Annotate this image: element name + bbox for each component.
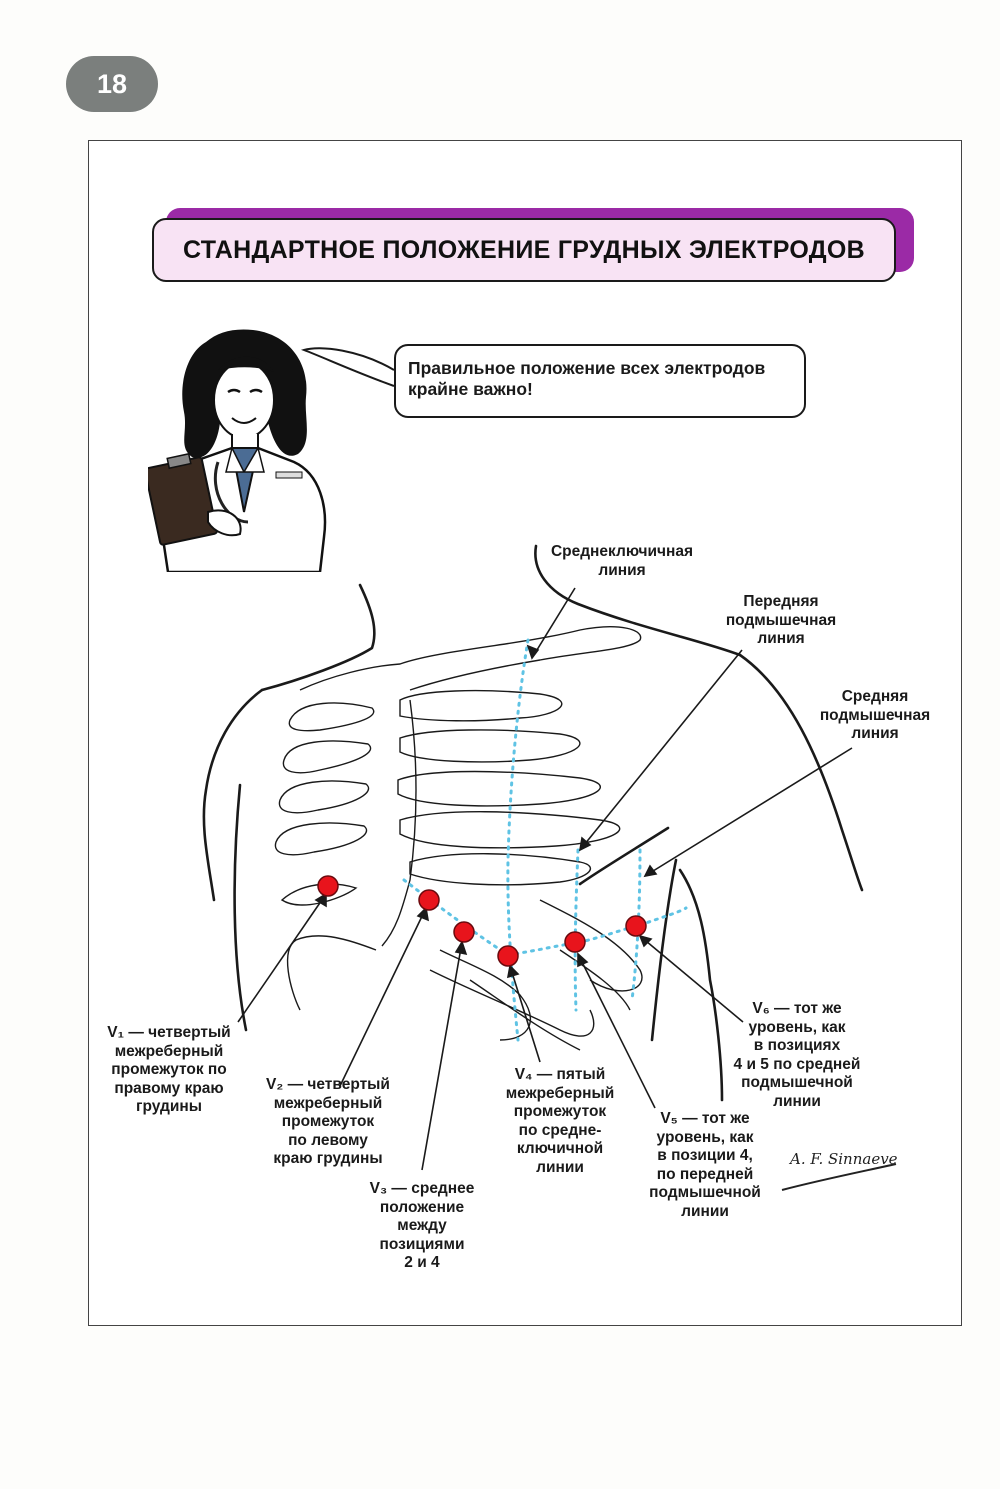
torso-left [233, 783, 248, 1032]
page-number: 18 [96, 68, 128, 99]
axilla-right [578, 826, 670, 886]
label-v1: V₁ — четвертый межреберный промежуток по… [107, 1024, 231, 1115]
label-anterior-axillary-line: Передняя подмышечная линия [725, 593, 837, 647]
page-number-badge: 18 [66, 56, 158, 112]
electrode-v6 [625, 915, 647, 937]
speech-bubble: Правильное положение всех электродов кра… [394, 344, 806, 418]
sternum [381, 699, 417, 947]
midclavicular-guide [506, 638, 530, 1042]
signature: A. F. Sinnaeve [790, 1150, 898, 1168]
speech-line-2: крайне важно! [408, 379, 533, 399]
clavicle [299, 626, 642, 691]
arm-right-2 [650, 858, 678, 1042]
electrode-v4 [497, 945, 519, 967]
electrode-v2 [418, 889, 440, 911]
page-title: СТАНДАРТНОЕ ПОЛОЖЕНИЕ ГРУДНЫХ ЭЛЕКТРОДОВ [183, 235, 865, 264]
title-box: СТАНДАРТНОЕ ПОЛОЖЕНИЕ ГРУДНЫХ ЭЛЕКТРОДОВ [152, 218, 896, 282]
arm-right [678, 868, 724, 1102]
label-v6: V₆ — тот же уровень, как в позициях 4 и … [733, 1000, 861, 1110]
label-v5: V₅ — тот же уровень, как в позиции 4, по… [649, 1110, 761, 1220]
doctor-illustration [148, 329, 327, 572]
label-mid-axillary-line: Средняя подмышечная линия [819, 688, 931, 742]
signature-flourish [781, 1163, 897, 1191]
label-v3: V₃ — среднее положение между позициями 2… [369, 1180, 475, 1271]
electrode-v5 [564, 931, 586, 953]
neck-right [534, 544, 742, 657]
neck-left [260, 583, 376, 692]
anterior-axillary-guide [573, 848, 580, 1012]
label-midclavicular-line: Среднеключичная линия [550, 543, 694, 579]
electrode-v3 [453, 921, 475, 943]
electrode-v1 [317, 875, 339, 897]
bubble-tail [300, 347, 395, 387]
label-v2: V₂ — четвертый межреберный промежуток по… [266, 1076, 390, 1167]
label-v4: V₄ — пятый межреберный промежуток по сре… [505, 1066, 615, 1176]
shoulder-right [738, 653, 864, 892]
speech-line-1: Правильное положение всех электродов [408, 358, 766, 378]
shoulder-left [202, 688, 264, 902]
